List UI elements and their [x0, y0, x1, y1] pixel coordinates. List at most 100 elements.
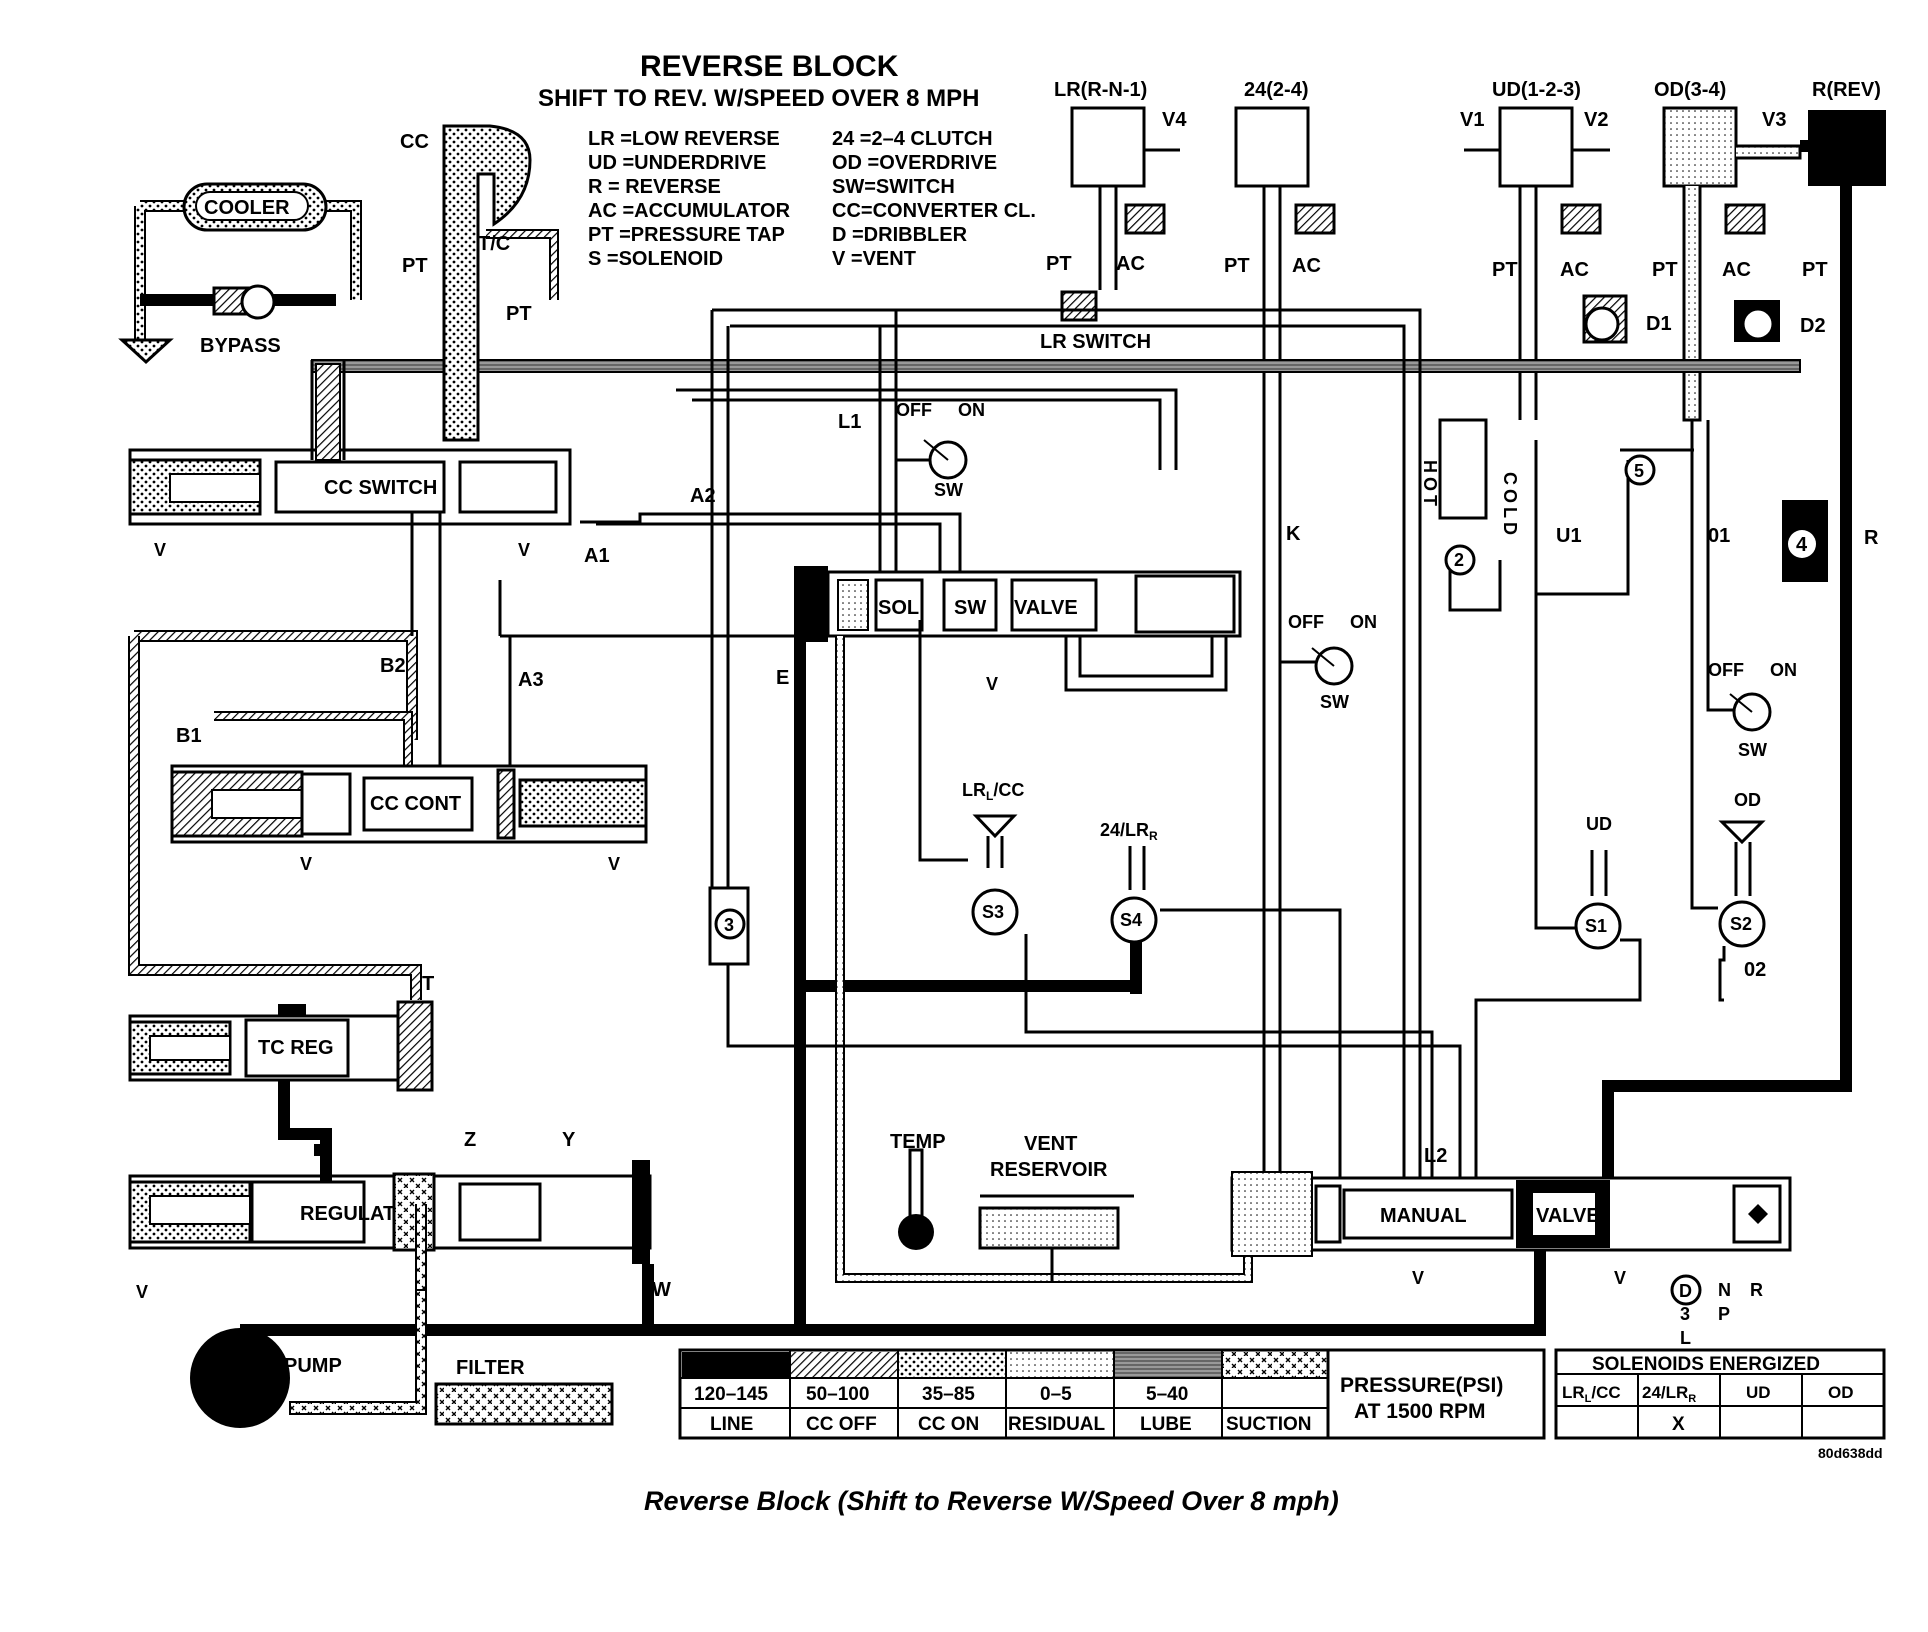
abbreviation-legend: LR =LOW REVERSE UD =UNDERDRIVE R = REVER… — [588, 128, 1036, 270]
pt-label-tc: PT — [506, 303, 532, 325]
abbr-od: OD =OVERDRIVE — [832, 152, 997, 174]
line-a2-label: A2 — [690, 485, 716, 507]
line-a1-label: A1 — [584, 545, 610, 567]
cooler-circuit: COOLER BYPASS CC T/C PT PT — [118, 124, 559, 442]
check-ball-2: 2 — [1454, 550, 1464, 570]
line-t-label: T — [422, 973, 434, 995]
line-u1-label: U1 — [1556, 525, 1582, 547]
range-cc-off: 50–100 — [806, 1384, 869, 1405]
name-suction: SUCTION — [1226, 1414, 1312, 1435]
pt-label-ud: PT — [1492, 259, 1518, 281]
pressure-subtitle: AT 1500 RPM — [1354, 1400, 1486, 1423]
tc-reg-valve: TC REG T — [128, 973, 434, 1150]
line-k-label: K — [1286, 523, 1301, 545]
clutch-ud-label: UD(1-2-3) — [1492, 79, 1581, 101]
check-ball-3-label: 3 — [724, 915, 734, 935]
sol-header-24lr-main: 24/LR — [1642, 1383, 1688, 1402]
od-switch: 5 01 OFF ON SW — [1534, 420, 1797, 850]
abbr-ud: UD =UNDERDRIVE — [588, 152, 766, 174]
pressure-legend: 120–145 50–100 35–85 0–5 5–40 LINE CC OF… — [678, 1348, 1546, 1440]
sol-header-lrcc-main: LR — [1562, 1383, 1585, 1402]
vent-v2: V2 — [1584, 109, 1608, 131]
abbr-lr: LR =LOW REVERSE — [588, 128, 780, 150]
sol-header-lrcc-sub: L — [1585, 1393, 1592, 1405]
cc-cont-label: CC CONT — [370, 793, 461, 815]
clutch-rev-label: R(REV) — [1812, 79, 1881, 101]
line-b1-label: B1 — [176, 725, 202, 747]
switch-k-sw: SW — [1320, 692, 1349, 712]
switch-od-on: ON — [1770, 660, 1797, 680]
switch-od-sw: SW — [1738, 740, 1767, 760]
switch-od-off: OFF — [1708, 660, 1744, 680]
solenoid-s2: OD S2 02 — [1690, 790, 1766, 1002]
line-l2-label: L2 — [1424, 1145, 1447, 1167]
ac-label-lr: AC — [1116, 253, 1145, 275]
line-l1-label: L1 — [838, 411, 861, 433]
check-ball-5: 5 — [1634, 461, 1644, 481]
solenoid-s3: LRL/CC S3 — [918, 620, 1434, 1180]
solenoid-s1: UD S1 — [1474, 594, 1642, 1180]
line-o1-label: 01 — [1708, 525, 1730, 547]
pt-label-lr: PT — [1046, 253, 1072, 275]
lr-switch-label: LR SWITCH — [1040, 331, 1151, 353]
vent-cc-cont-b: V — [608, 854, 620, 874]
range-line: 120–145 — [694, 1384, 768, 1405]
vent-sol: V — [986, 674, 998, 694]
ac-label-24: AC — [1292, 255, 1321, 277]
gear-3: 3 — [1680, 1304, 1690, 1324]
gear-l: L — [1680, 1328, 1691, 1348]
filter-label: FILTER — [456, 1357, 525, 1379]
line-r-label: R — [1864, 527, 1879, 549]
figure-caption: Reverse Block (Shift to Reverse W/Speed … — [644, 1486, 1339, 1516]
vent-v4: V4 — [1162, 109, 1187, 131]
pt-label-rev: PT — [1802, 259, 1828, 281]
regulator-valve: REGULATOR V Z Y W — [128, 1129, 671, 1302]
manual-label: MANUAL — [1380, 1205, 1467, 1227]
gear-r: R — [1750, 1280, 1763, 1300]
vent-cc-cont-a: V — [300, 854, 312, 874]
sw-label: SW — [954, 597, 986, 619]
vent-cc-switch-b: V — [518, 540, 530, 560]
vent-v1: V1 — [1460, 109, 1484, 131]
clutch-rev: R(REV) PT D2 4 R — [1602, 79, 1886, 1210]
s4-caption-main: 24/LR — [1100, 820, 1149, 840]
pt-label-24: PT — [1224, 255, 1250, 277]
pressure-title: PRESSURE(PSI) — [1340, 1374, 1503, 1397]
name-residual: RESIDUAL — [1008, 1414, 1106, 1435]
temp-reservoir: TEMP VENT RESERVOIR — [890, 1131, 1134, 1282]
ac-label-ud: AC — [1560, 259, 1589, 281]
sol-header-lrcc: LRL/CC — [1562, 1383, 1621, 1405]
check-ball-4: 4 — [1796, 534, 1808, 556]
clutch-lr: LR(R-N-1) V4 PT AC LR SWITCH — [1040, 79, 1187, 353]
clutch-24-label: 24(2-4) — [1244, 79, 1308, 101]
solenoids-energized-table: SOLENOIDS ENERGIZED LRL/CC 24/LRR UD OD … — [1554, 1348, 1886, 1440]
dribbler-d1: D1 — [1646, 313, 1672, 335]
s3-label: S3 — [982, 902, 1004, 922]
switch-l1: L1 OFF ON SW — [838, 310, 985, 572]
abbr-24: 24 =2–4 CLUTCH — [832, 128, 993, 150]
abbr-d: D =DRIBBLER — [832, 224, 968, 246]
sol-label: SOL — [878, 597, 919, 619]
s4-caption: 24/LRR — [1100, 820, 1158, 843]
abbr-pt: PT =PRESSURE TAP — [588, 224, 785, 246]
name-cc-on: CC ON — [918, 1414, 979, 1435]
switch-k: K OFF ON SW — [1280, 523, 1377, 712]
cc-switch-label: CC SWITCH — [324, 477, 437, 499]
figure-id: 80d638dd — [1818, 1445, 1883, 1461]
line-y-label: Y — [562, 1129, 576, 1151]
vent-manual-a: V — [1412, 1268, 1424, 1288]
s1-caption: UD — [1586, 814, 1612, 834]
temp-label: TEMP — [890, 1131, 946, 1153]
abbr-cc: CC=CONVERTER CL. — [832, 200, 1036, 222]
solenoid-s4: 24/LRR S4 — [1100, 820, 1342, 1180]
line-b2-label: B2 — [380, 655, 406, 677]
switch-l1-off: OFF — [896, 400, 932, 420]
vent-v3: V3 — [1762, 109, 1786, 131]
pt-label-od: PT — [1652, 259, 1678, 281]
abbr-ac: AC =ACCUMULATOR — [588, 200, 791, 222]
thermal-valve: HOT COLD 2 U1 — [1420, 418, 1582, 612]
sol-header-ud: UD — [1746, 1383, 1771, 1402]
s2-label: S2 — [1730, 914, 1752, 934]
s2-caption: OD — [1734, 790, 1761, 810]
